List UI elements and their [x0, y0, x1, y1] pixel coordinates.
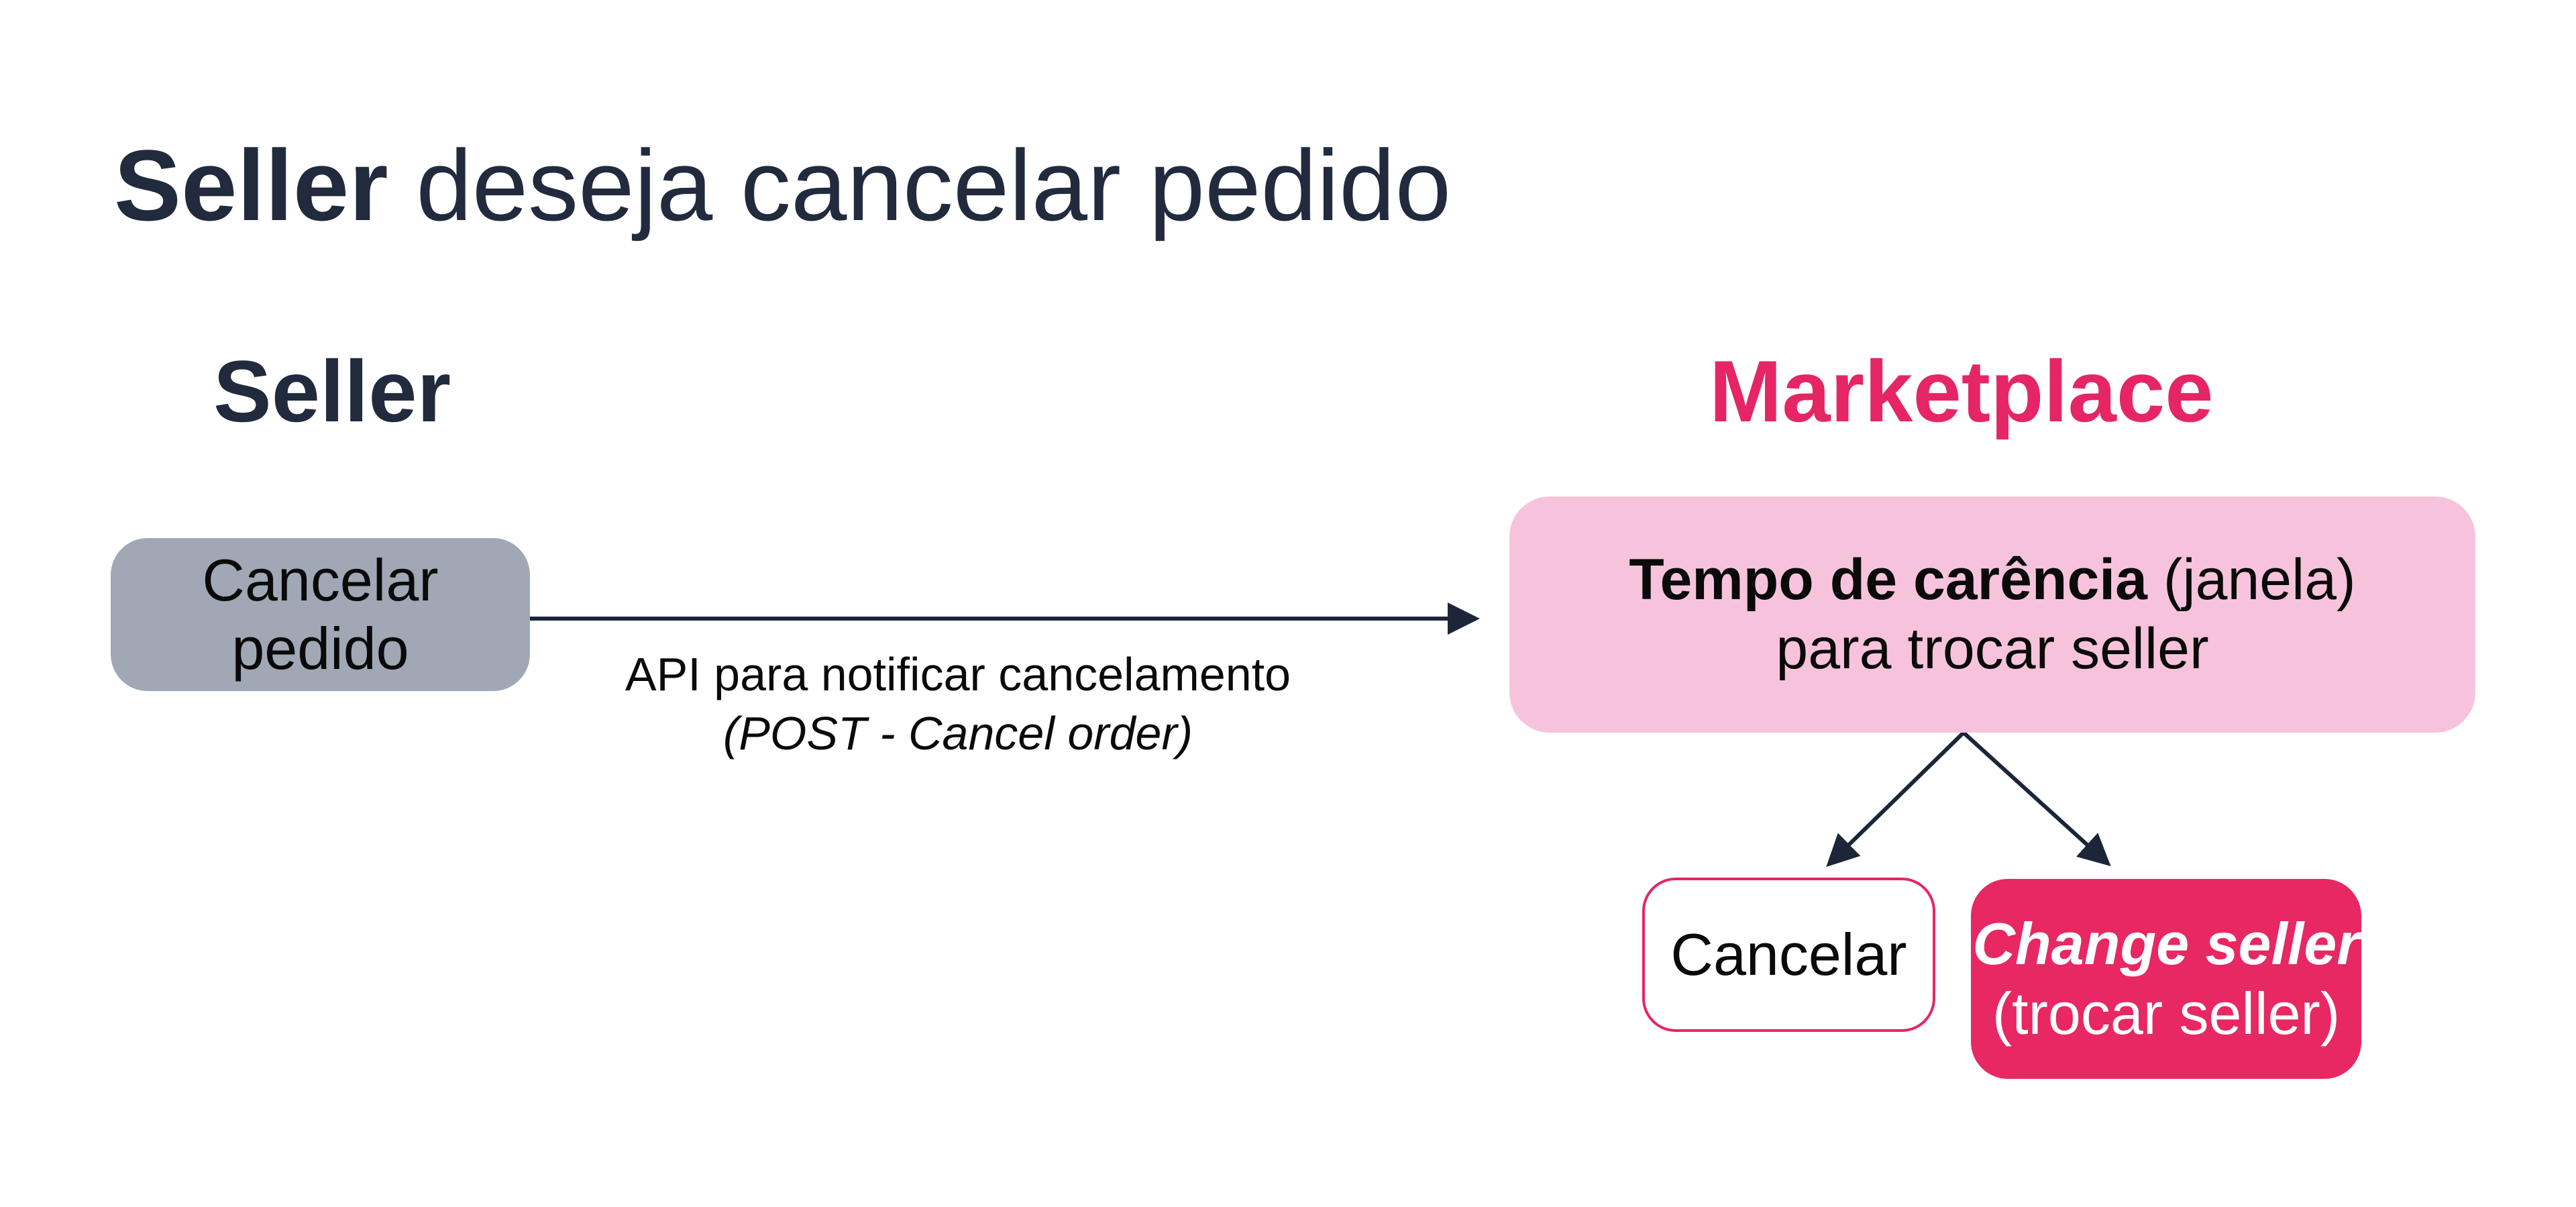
arrow-grace-to-cancel	[1826, 731, 1966, 868]
node-cancelar-pedido: Cancelar pedido	[111, 538, 530, 691]
api-arrow-label-line2: (POST - Cancel order)	[722, 706, 1193, 759]
page-title-rest: deseja cancelar pedido	[388, 129, 1452, 242]
node-tempo-de-carencia-line1: Tempo de carência (janela)	[1629, 545, 2355, 615]
seller-column-header: Seller	[213, 342, 451, 440]
node-change-seller-line1: Change seller	[1972, 910, 2360, 978]
node-change-seller: Change seller (trocar seller)	[1971, 879, 2361, 1079]
node-tempo-de-carencia-line1-bold: Tempo de carência	[1629, 547, 2147, 612]
marketplace-column-header: Marketplace	[1709, 342, 2214, 440]
page-title-emphasis: Seller	[114, 129, 388, 242]
node-cancelar: Cancelar	[1642, 878, 1935, 1032]
node-change-seller-line2: (trocar seller)	[1992, 980, 2341, 1047]
node-cancelar-pedido-label: Cancelar pedido	[202, 547, 439, 682]
api-arrow-label: API para notificar cancelamento (POST - …	[623, 645, 1293, 763]
page-title: Seller deseja cancelar pedido	[114, 127, 1451, 244]
arrow-grace-to-change-seller	[1962, 731, 2111, 867]
api-arrow-label-line1: API para notificar cancelamento	[625, 648, 1291, 700]
node-tempo-de-carencia-line1-rest: (janela)	[2147, 547, 2356, 612]
node-cancelar-label: Cancelar	[1670, 921, 1907, 988]
node-tempo-de-carencia: Tempo de carência (janela) para trocar s…	[1509, 496, 2475, 733]
node-tempo-de-carencia-line2: para trocar seller	[1776, 617, 2209, 681]
